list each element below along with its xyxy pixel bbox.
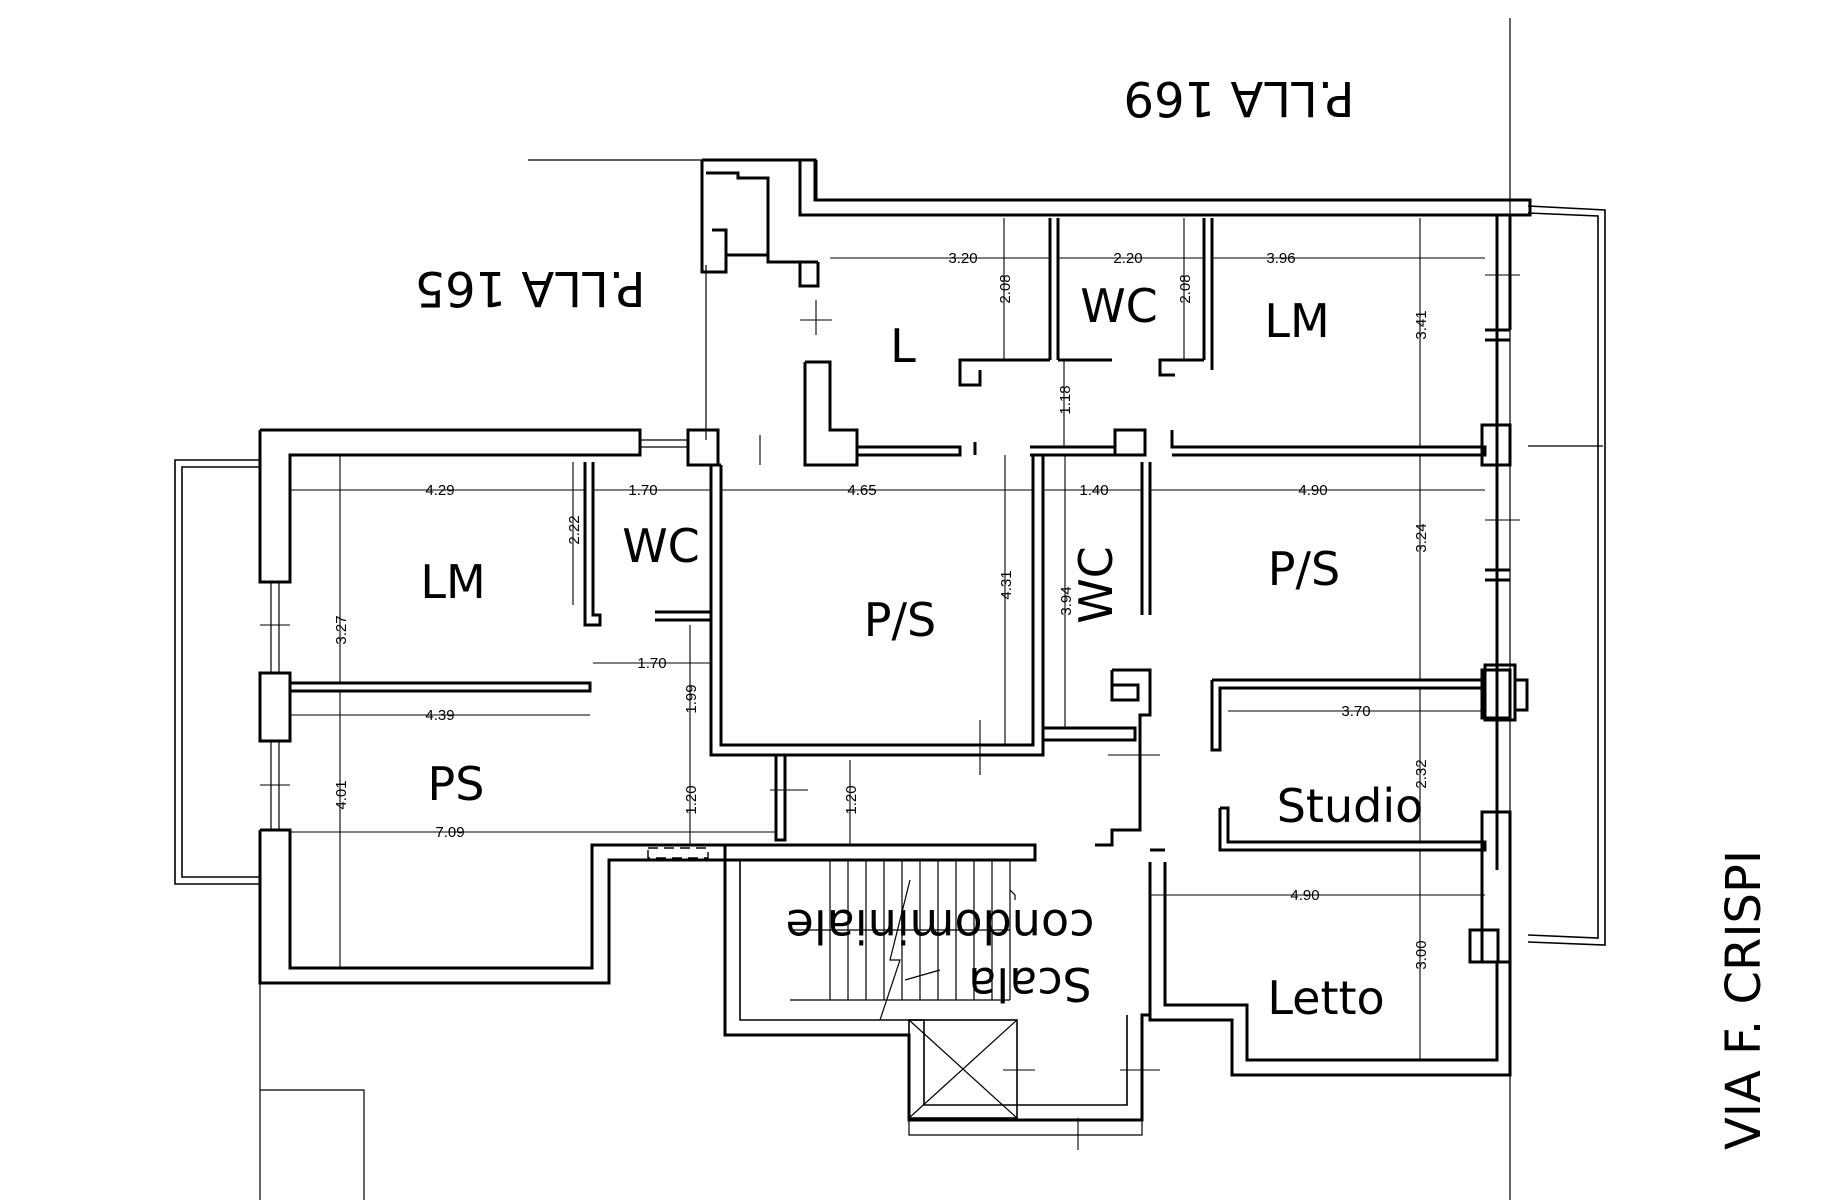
dim-label: 4.29 xyxy=(425,482,454,499)
dim-label: 7.09 xyxy=(435,824,464,841)
stair-treads xyxy=(790,860,1016,1021)
dim-label: 1.40 xyxy=(1079,482,1108,499)
dim-label: 3.20 xyxy=(948,250,977,267)
room-label-lm-left: LM xyxy=(420,555,485,609)
stair-label: condominiale Scala xyxy=(786,899,1095,1011)
parcel-label-west: P.LLA 165 xyxy=(414,260,645,316)
dim-label: 2.08 xyxy=(1177,274,1194,303)
dim-label: 2.32 xyxy=(1413,759,1430,788)
parcel-labels: P.LLA 169 P.LLA 165 xyxy=(414,70,1354,316)
dim-label: 3.96 xyxy=(1266,250,1295,267)
balconies xyxy=(174,205,1606,946)
dim-label: 3.41 xyxy=(1413,310,1430,339)
dim-label: 4.39 xyxy=(425,707,454,724)
dim-label: 4.31 xyxy=(998,570,1015,599)
dim-label: 1.99 xyxy=(683,684,700,713)
street-label: VIA F. CRISPI xyxy=(1716,850,1772,1150)
dim-label: 3.24 xyxy=(1413,523,1430,552)
room-label-studio: Studio xyxy=(1277,779,1424,833)
room-label-ps-center: P/S xyxy=(864,593,936,647)
room-label-letto: Letto xyxy=(1267,971,1384,1025)
dim-label: 4.90 xyxy=(1290,887,1319,904)
threshold-dashed xyxy=(647,847,709,859)
dimension-lines xyxy=(290,218,1485,1060)
dim-label: 1.20 xyxy=(843,785,860,814)
dim-label: 1.70 xyxy=(628,482,657,499)
dim-label: 1.20 xyxy=(683,785,700,814)
dim-label: 4.01 xyxy=(333,780,350,809)
interior-walls xyxy=(290,218,1529,862)
stairwell xyxy=(647,847,1152,1122)
room-label-lm-top: LM xyxy=(1264,294,1329,348)
room-label-ps-left: PS xyxy=(428,757,485,811)
exterior-walls xyxy=(258,158,1532,1077)
dimension-labels: 3.20 2.08 2.20 2.08 3.96 3.41 1.18 4.29 … xyxy=(333,250,1430,970)
door-marks xyxy=(260,274,1520,1150)
room-label-wc-center: WC xyxy=(1069,546,1123,624)
dim-label: 1.18 xyxy=(1057,385,1074,414)
dim-label: 3.27 xyxy=(333,615,350,644)
lift-shaft xyxy=(908,1019,1018,1119)
dim-label: 3.00 xyxy=(1413,940,1430,969)
dim-label: 1.70 xyxy=(637,655,666,672)
dim-label: 4.90 xyxy=(1298,482,1327,499)
parcel-label-north: P.LLA 169 xyxy=(1123,70,1354,126)
dim-label: 2.22 xyxy=(566,515,583,544)
room-labels: L WC LM LM WC P/S WC P/S PS Studio Letto xyxy=(420,279,1423,1025)
dim-label: 2.20 xyxy=(1113,250,1142,267)
stair-label-scala: Scala xyxy=(968,957,1092,1011)
room-label-ps-right: P/S xyxy=(1268,542,1340,596)
room-label-l: L xyxy=(890,319,916,373)
dim-label: 2.08 xyxy=(997,274,1014,303)
room-label-wc-top: WC xyxy=(1080,279,1158,333)
dim-label: 3.94 xyxy=(1058,586,1075,615)
dim-label: 3.70 xyxy=(1341,703,1370,720)
room-label-wc-left: WC xyxy=(622,519,700,573)
dim-label: 4.65 xyxy=(847,482,876,499)
stair-label-condominiale: condominiale xyxy=(786,899,1095,953)
